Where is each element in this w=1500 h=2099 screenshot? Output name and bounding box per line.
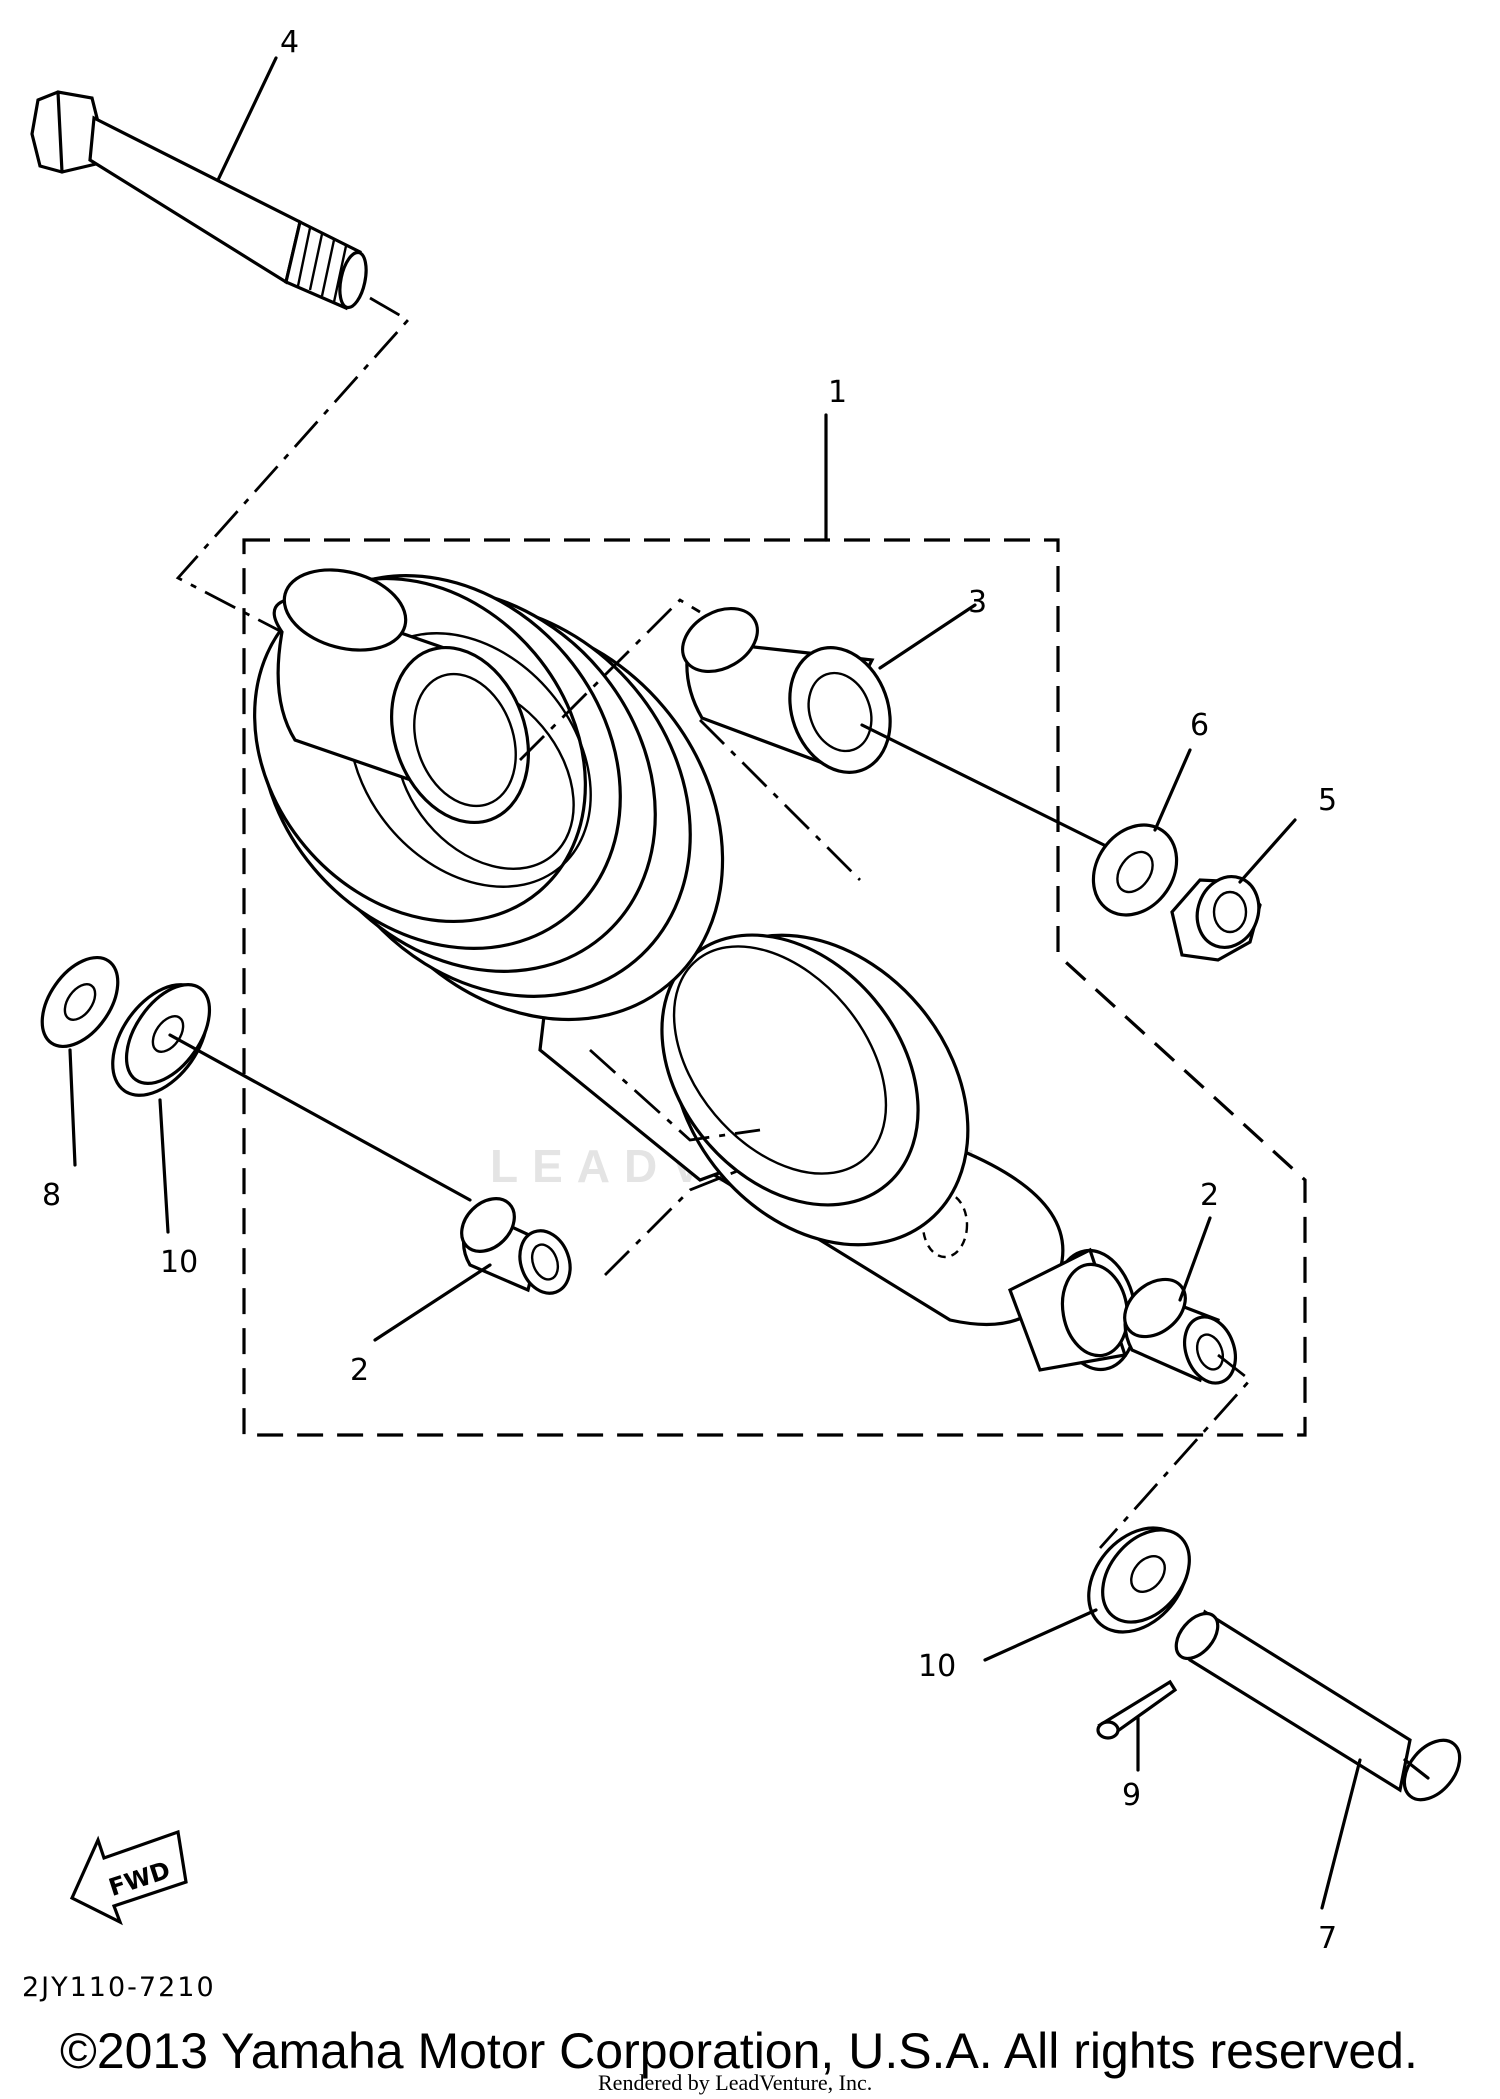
callout-6: 6 xyxy=(1190,708,1209,743)
callout-8: 8 xyxy=(42,1178,61,1213)
part-3-collar xyxy=(681,606,892,774)
leader-4 xyxy=(175,296,411,634)
part-7-pin xyxy=(1174,1609,1462,1802)
callout-7: 7 xyxy=(1318,1921,1337,1956)
part-10-seal-left xyxy=(111,982,212,1097)
part-2-bushing-right xyxy=(1123,1277,1237,1385)
part-6-washer xyxy=(1091,823,1179,917)
callout-5: 5 xyxy=(1318,783,1337,818)
part-4-bolt xyxy=(30,90,368,311)
part-9-cotter-pin xyxy=(1096,1679,1178,1740)
callout-10-right: 10 xyxy=(918,1649,956,1684)
callout-9: 9 xyxy=(1122,1778,1141,1813)
part-5-nut xyxy=(1170,875,1262,962)
diagram-code: 2JY110-7210 xyxy=(22,1972,216,2003)
forward-arrow-icon: FWD xyxy=(69,1829,188,1926)
callout-2-left: 2 xyxy=(350,1353,369,1388)
callout-10-left: 10 xyxy=(160,1245,198,1280)
callout-3: 3 xyxy=(968,585,987,620)
copyright-notice: ©2013 Yamaha Motor Corporation, U.S.A. A… xyxy=(60,2023,1418,2079)
callout-leaders xyxy=(68,56,1362,1910)
callout-2-right: 2 xyxy=(1200,1178,1219,1213)
callout-4: 4 xyxy=(280,25,299,60)
assembly-boundary xyxy=(242,538,1307,1437)
part-2-bushing-left xyxy=(460,1197,572,1295)
part-10-seal-right xyxy=(1087,1526,1191,1634)
callout-1: 1 xyxy=(828,375,847,410)
part-1-shock-absorber xyxy=(253,568,1138,1372)
part-8-washer xyxy=(40,955,120,1049)
rendered-by-credit: Rendered by LeadVenture, Inc. xyxy=(598,2070,872,2095)
